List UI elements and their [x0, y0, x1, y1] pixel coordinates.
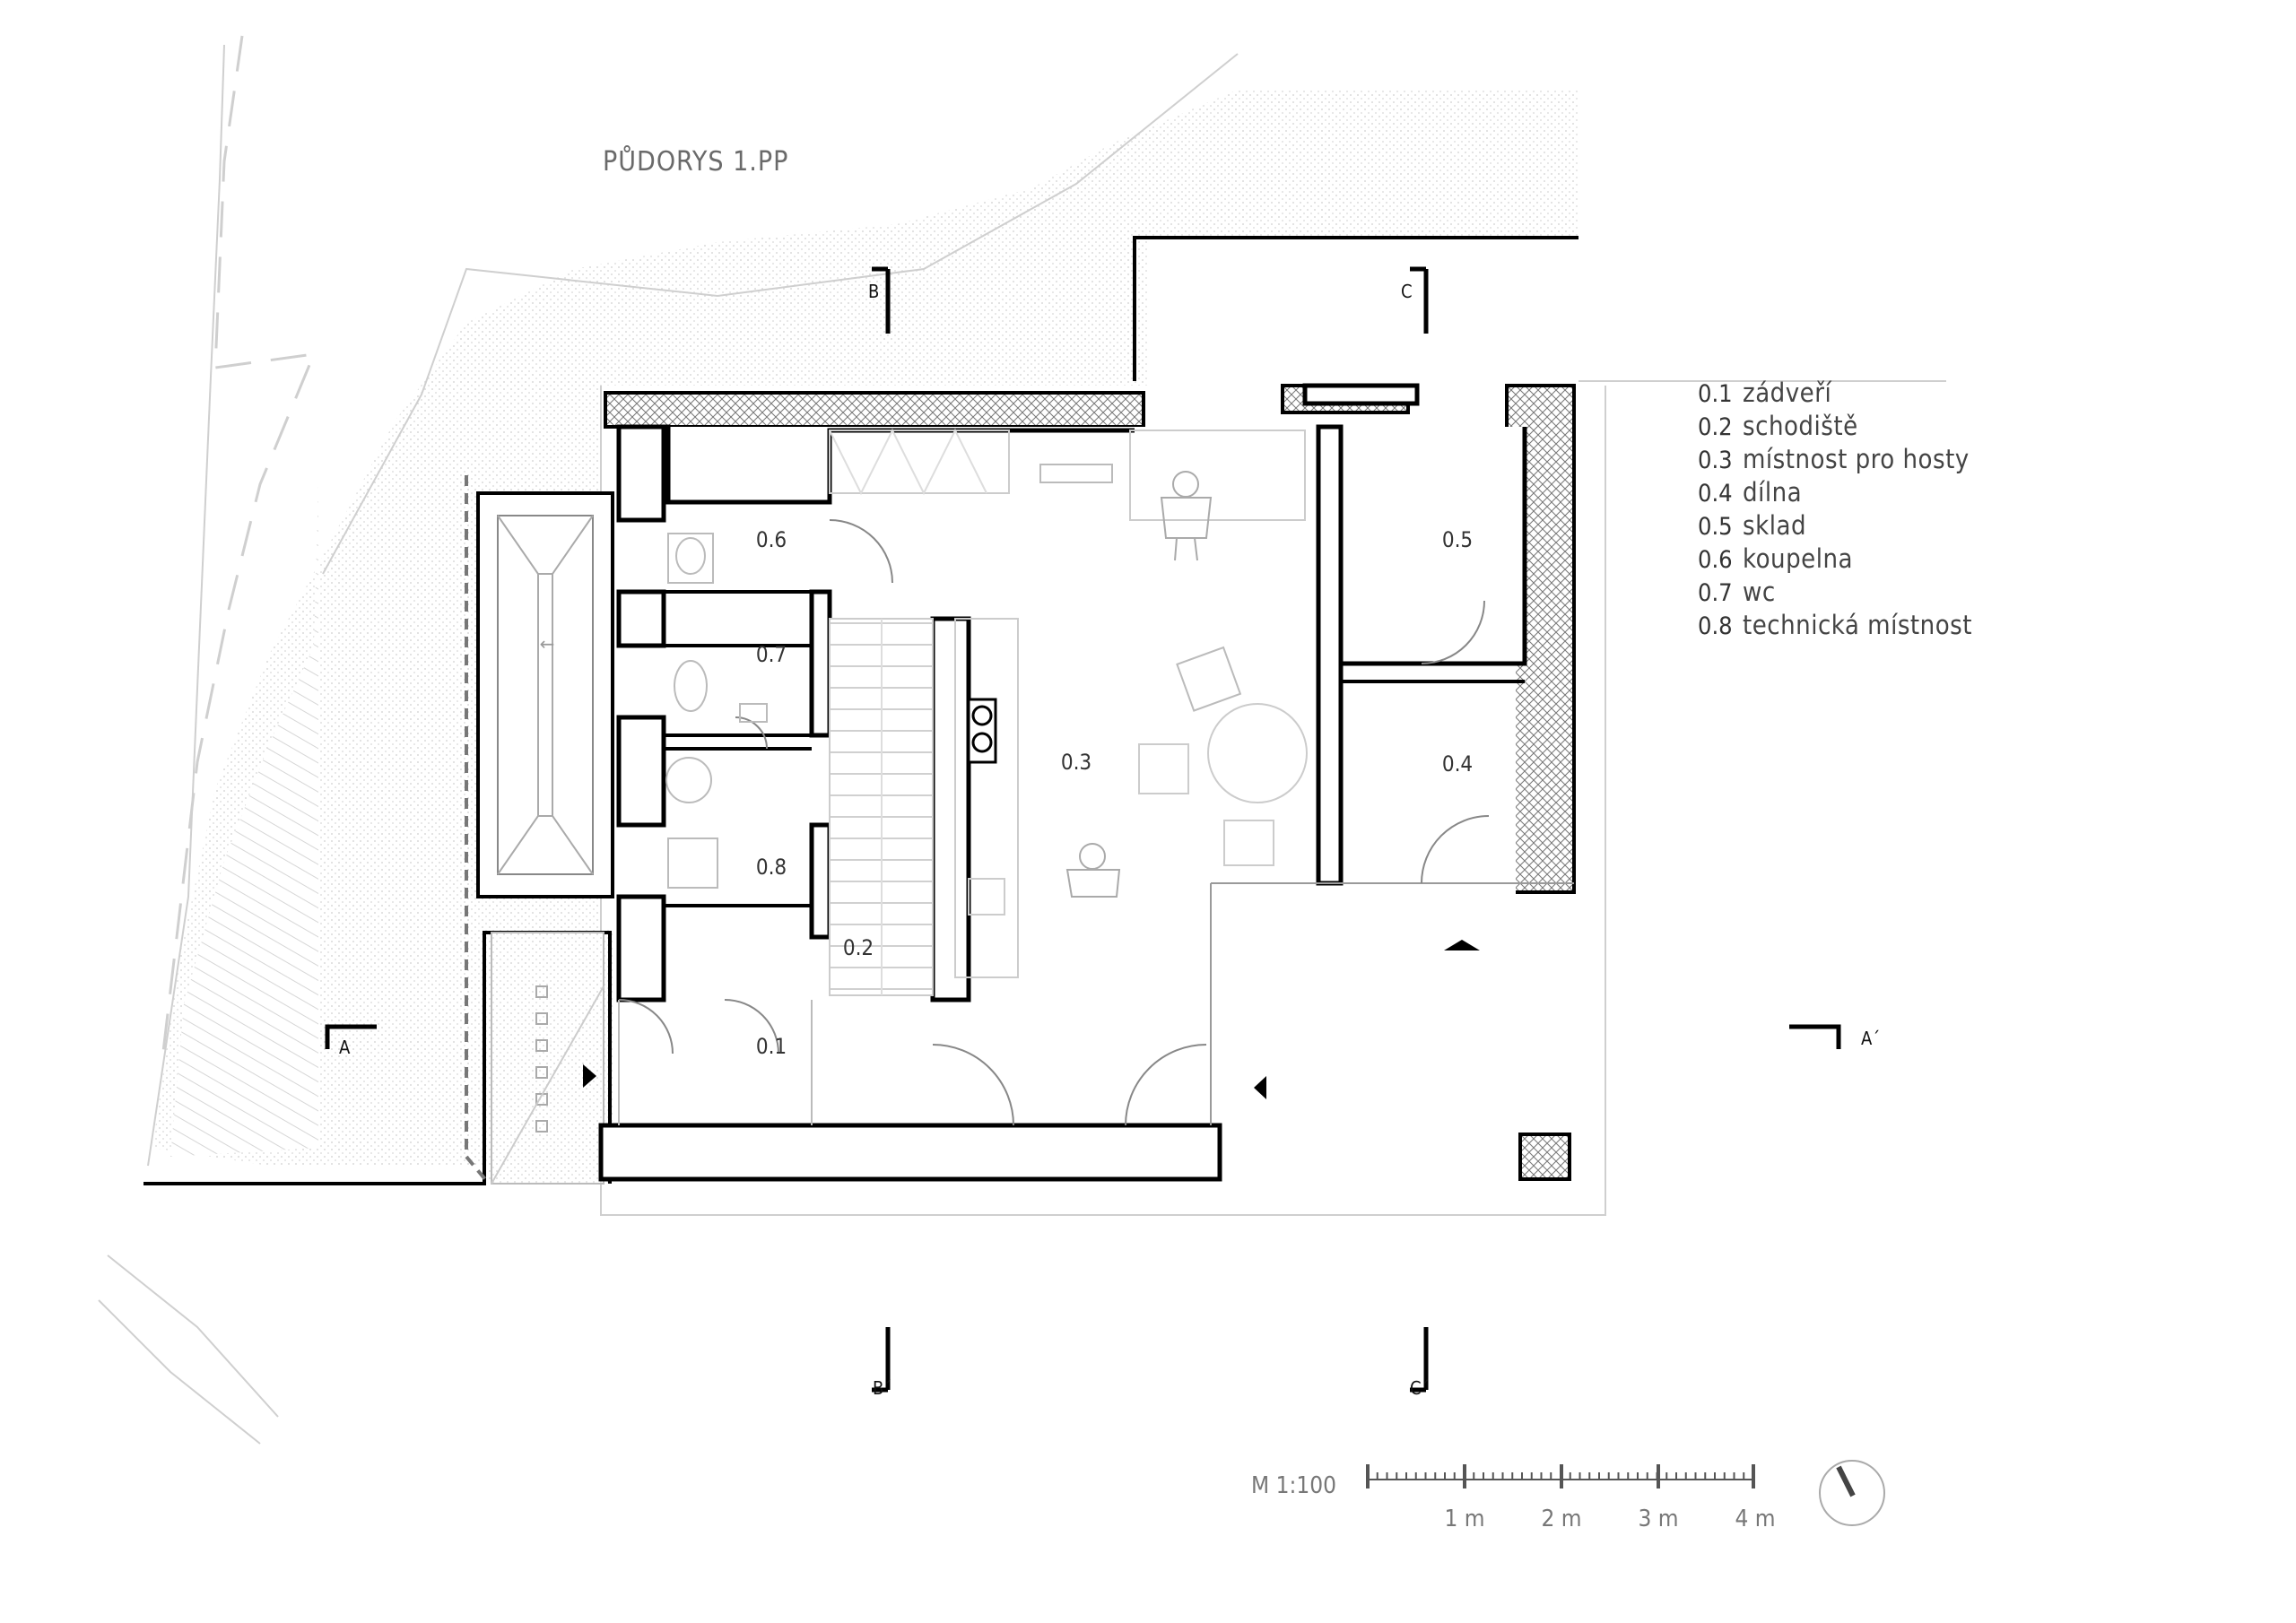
north-arrow: [1819, 1460, 1885, 1526]
outer-walls: [144, 236, 1578, 1185]
legend-num: 0.1: [1698, 380, 1733, 408]
room-legend: 0.1 zádveří 0.2 schodiště 0.3 místnost p…: [1698, 378, 1972, 640]
scale-tick-label: 1 m: [1444, 1506, 1484, 1532]
legend-num: 0.5: [1698, 513, 1733, 541]
room-label-0-4: 0.4: [1442, 751, 1473, 777]
scale-bar: [1366, 1464, 1755, 1488]
legend-name: schodiště: [1743, 411, 1858, 441]
section-label-c: C: [1401, 281, 1413, 302]
section-markers: [325, 266, 1841, 1393]
scale-tick-label: 4 m: [1735, 1506, 1775, 1532]
room-label-0-6: 0.6: [756, 527, 787, 552]
scale-tick-label: 2 m: [1541, 1506, 1581, 1532]
legend-num: 0.6: [1698, 546, 1733, 574]
legend-num: 0.7: [1698, 579, 1733, 607]
section-label-a-prime: A´: [1861, 1028, 1880, 1049]
svg-text:←: ←: [540, 633, 555, 655]
legend-name: sklad: [1743, 510, 1806, 541]
plan-title: PŮDORYS 1.PP: [603, 144, 788, 178]
entry-arrows: [583, 940, 1480, 1099]
room-label-0-7: 0.7: [756, 642, 787, 667]
room-label-0-8: 0.8: [756, 855, 787, 880]
legend-num: 0.8: [1698, 612, 1733, 640]
light-well: ←: [476, 491, 614, 898]
room-label-0-3: 0.3: [1061, 750, 1091, 775]
section-label-b: B: [868, 281, 879, 302]
room-label-0-2: 0.2: [843, 935, 874, 960]
legend-name: wc: [1743, 577, 1776, 607]
section-label-a: A: [339, 1037, 351, 1058]
legend-name: technická místnost: [1743, 610, 1972, 640]
section-label-b-prime: B´: [873, 1377, 891, 1399]
legend-name: koupelna: [1743, 543, 1853, 574]
room-label-0-1: 0.1: [756, 1034, 787, 1059]
scale-tick-label: 3 m: [1638, 1506, 1678, 1532]
scale-label: M 1:100: [1251, 1472, 1336, 1499]
legend-num: 0.2: [1698, 413, 1733, 441]
legend-name: dílna: [1743, 477, 1802, 508]
legend-name: zádveří: [1743, 378, 1831, 408]
building: [598, 383, 1576, 1182]
section-label-c-prime: C´: [1410, 1377, 1430, 1399]
legend-num: 0.4: [1698, 480, 1733, 508]
legend-name: místnost pro hosty: [1743, 444, 1970, 474]
room-label-0-5: 0.5: [1442, 527, 1473, 552]
entry-ramp: [491, 932, 604, 1185]
legend-num: 0.3: [1698, 447, 1733, 474]
